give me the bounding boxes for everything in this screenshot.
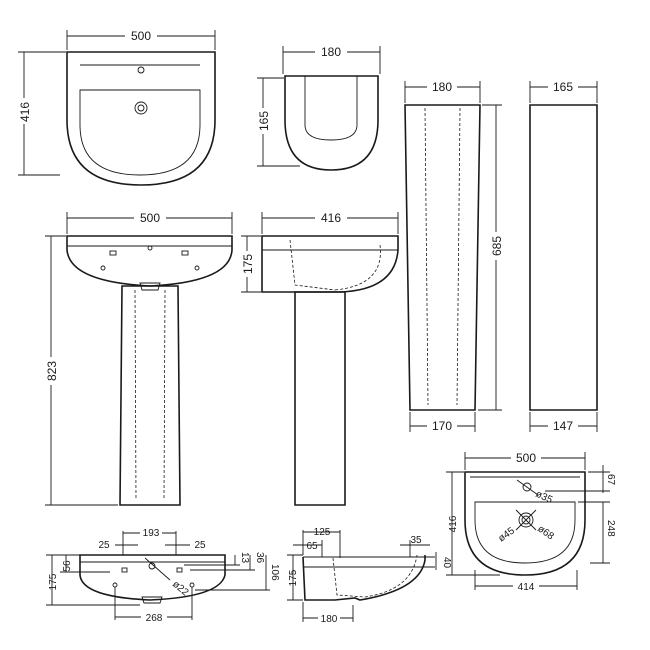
dim-106: 106 (269, 564, 280, 581)
dim-65: 65 (306, 541, 318, 552)
dim-pedestal-bottom: 170 (432, 419, 452, 433)
dim-rear-height: 175 (48, 573, 59, 590)
dim-waste-outer: ø68 (535, 523, 556, 542)
dim-semi-depth: 165 (257, 111, 271, 131)
dim-125: 125 (314, 527, 331, 538)
dim-40: 40 (441, 557, 452, 569)
dim-basin-depth: 416 (18, 102, 32, 122)
dim-pedestal-height: 685 (490, 236, 504, 256)
dim-13: 13 (239, 552, 250, 564)
dim-waste: ø45 (496, 525, 517, 544)
dim-36: 36 (254, 552, 265, 564)
basin-plan-view: ø35 ø45 ø68 500 416 67 248 414 (446, 451, 616, 593)
pedestal-front-view: 180 685 170 (404, 80, 504, 433)
dim-tap-right: 25 (194, 540, 206, 551)
dim-assembly-height: 823 (45, 361, 59, 381)
semi-pedestal-view: 180 165 (255, 45, 381, 171)
pedestal-side-view: 165 147 (529, 80, 598, 433)
dim-inner-width: 414 (518, 582, 535, 593)
dim-top-offset: 56 (62, 560, 73, 572)
dim-bowl: 248 (605, 520, 616, 537)
basin-section-view: 125 65 35 40 175 180 (287, 527, 452, 625)
dim-semi-width: 180 (321, 45, 341, 59)
dim-tap-centres: 193 (143, 528, 160, 539)
basin-top-view: 500 416 (16, 29, 216, 186)
basin-rear-view: 193 25 25 ø22 268 175 56 13 36 106 (46, 526, 280, 624)
dim-pedestal-top: 180 (432, 80, 452, 94)
dim-67: 67 (605, 474, 616, 486)
dim-plan-depth: 416 (448, 515, 459, 532)
dim-pedestal-side-bottom: 147 (553, 419, 573, 433)
dim-tap-left: 25 (98, 540, 110, 551)
dim-side-depth: 416 (321, 211, 341, 225)
dim-side-basin-height: 175 (241, 254, 255, 274)
dim-180: 180 (321, 614, 338, 625)
assembly-front-view: 500 823 (43, 211, 233, 506)
dim-pedestal-side-top: 165 (553, 80, 573, 94)
dim-fixing-centres: 268 (146, 613, 163, 624)
dim-section-height: 175 (288, 569, 299, 586)
dim-35: 35 (410, 535, 422, 546)
dim-assembly-width: 500 (140, 211, 160, 225)
dim-basin-width: 500 (131, 29, 151, 43)
assembly-side-view: 416 175 (239, 211, 399, 506)
dim-plan-width: 500 (516, 451, 536, 465)
